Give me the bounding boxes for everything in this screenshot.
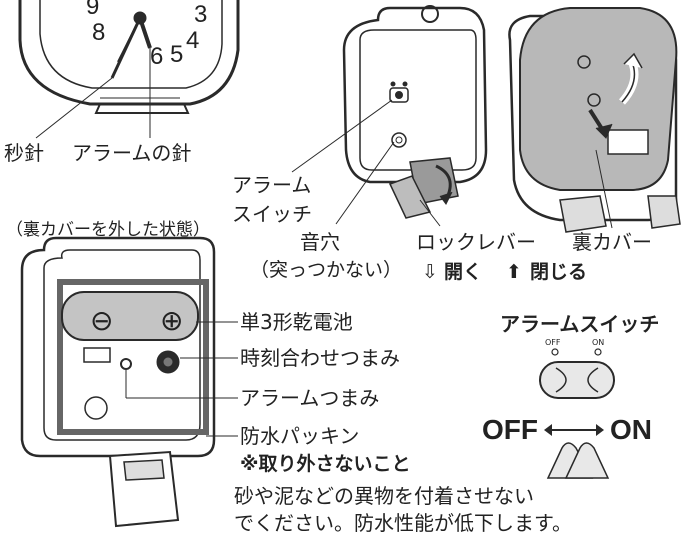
label-close: 閉じる <box>530 261 588 283</box>
minus-terminal: ⊖ <box>90 305 113 336</box>
label-open: 開く <box>444 261 483 283</box>
label-warning: ※取り外さないこと <box>240 453 411 475</box>
dial-8: 8 <box>92 19 105 46</box>
dial-5: 5 <box>170 41 183 68</box>
close-arrow-icon: ⬆ <box>506 261 522 283</box>
clock-back <box>342 5 488 219</box>
leader-lines-top-left <box>35 48 151 139</box>
switch-title: アラームスイッチ <box>500 312 660 336</box>
switch-off-small: OFF <box>545 338 561 347</box>
alarm-switch-diagram <box>539 348 615 479</box>
dial-digits: 9 3 8 4 6 5 <box>86 0 207 70</box>
label-on: ON <box>610 414 652 445</box>
label-sound-hole: 音穴 <box>300 230 340 254</box>
label-battery: 単3形乾電池 <box>240 310 353 334</box>
label-sound-hole-note: （突っつかない） <box>250 259 403 281</box>
open-arrow-icon: ⇩ <box>422 261 438 283</box>
label-second-hand: 秒針 <box>4 141 44 165</box>
leader-back-cover <box>595 149 613 229</box>
label-off: OFF <box>482 414 538 445</box>
switch-on-small: ON <box>592 338 605 347</box>
label-alarm-switch-l1: アラーム <box>232 173 312 197</box>
label-alarm-hand: アラームの針 <box>72 141 192 165</box>
leader-lines-back <box>291 99 441 227</box>
back-cover-illustration <box>508 7 681 233</box>
label-alarm-switch-l2: スイッチ <box>232 202 312 226</box>
label-time-knob: 時刻合わせつまみ <box>240 346 400 370</box>
label-note-l1: 砂や泥などの異物を付着させない <box>234 484 534 508</box>
dial-9: 9 <box>86 0 99 20</box>
label-note-l2: でください。防水性能が低下します。 <box>234 511 572 535</box>
label-alarm-knob: アラームつまみ <box>240 386 380 410</box>
label-back-cover: 裏カバー <box>572 230 652 254</box>
label-gasket: 防水パッキン <box>240 424 360 448</box>
label-cover-removed: （裏カバーを外した状態） <box>6 220 210 240</box>
off-on-arrow <box>544 424 604 436</box>
leader-lines-opened <box>125 321 238 437</box>
opened-clock: ⊖ ⊕ <box>20 236 216 528</box>
label-lock-lever: ロックレバー <box>416 230 536 254</box>
plus-terminal: ⊕ <box>160 305 183 336</box>
dial-3: 3 <box>194 1 207 28</box>
dial-6: 6 <box>150 43 163 70</box>
clock-face <box>18 0 240 114</box>
dial-4: 4 <box>186 27 199 54</box>
